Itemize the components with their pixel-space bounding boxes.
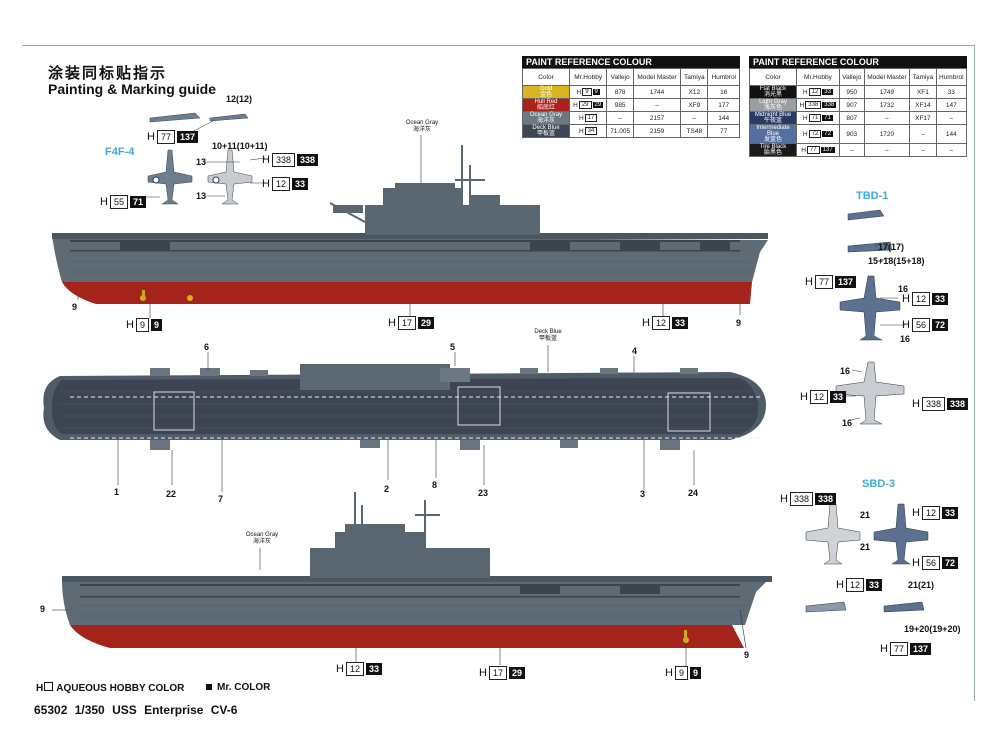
table-caption: PAINT REFERENCE COLOUR [749, 56, 967, 68]
part-number: 21 [860, 542, 871, 552]
part-number: 10+11(10+11) [212, 141, 268, 151]
legend-h-prefix: H [36, 683, 44, 694]
part-number: 21(21) [908, 580, 935, 590]
part-number: 19+20(19+20) [904, 624, 961, 634]
part-number: 3 [640, 489, 646, 499]
legend-h-box [44, 682, 54, 691]
plane-label-sbd: SBD-3 [862, 478, 896, 490]
table-cell: – [863, 143, 911, 157]
table-header: Color [749, 68, 797, 86]
plane-label-tbd: TBD-1 [856, 190, 889, 202]
sheet-border [22, 45, 975, 701]
part-number: 5 [450, 342, 456, 352]
part-number: 23 [478, 488, 489, 498]
part-number: 1 [114, 487, 120, 497]
part-number: 16 [898, 284, 909, 294]
legend-mr-square [206, 684, 212, 690]
legend-aqueous: H AQUEOUS HOBBY COLOR [36, 682, 184, 694]
part-number: 16 [900, 334, 911, 344]
part-number: 12(12) [226, 94, 253, 104]
plane-label-f4f: F4F-4 [105, 146, 135, 158]
part-number: 17(17) [878, 242, 905, 252]
part-number: 9 [744, 650, 750, 660]
part-number: 13 [196, 157, 207, 167]
table-cell: 77 [707, 124, 740, 138]
part-number: 13 [196, 191, 207, 201]
title-chinese: 涂装同标贴指示 [48, 65, 168, 82]
table-caption: PAINT REFERENCE COLOUR [522, 56, 740, 68]
table-header: Tamiya [680, 68, 709, 86]
table-cell: TS48 [680, 124, 709, 138]
part-number: 16 [840, 366, 851, 376]
table-cell: 16 [707, 85, 740, 99]
part-number: 24 [688, 488, 699, 498]
table-header: Mr.Hobby [796, 68, 840, 86]
legend-mr-label: Mr. COLOR [217, 682, 271, 693]
part-number: 15+18(15+18) [868, 256, 925, 266]
part-number: 22 [166, 489, 177, 499]
part-number: 16 [842, 418, 853, 428]
table-cell: – [935, 143, 968, 157]
legend-mr-color: Mr. COLOR [206, 682, 270, 693]
part-number: 21 [860, 510, 871, 520]
legend-aqueous-label: AQUEOUS HOBBY COLOR [56, 683, 185, 694]
part-number: 7 [218, 494, 224, 504]
part-number: 4 [632, 346, 638, 356]
table-header: Model Master [632, 68, 682, 86]
part-number: 9 [72, 302, 78, 312]
part-number: 9 [40, 604, 46, 614]
title-english: Painting & Marking guide [48, 81, 217, 97]
footer-kit-code: 65302 1/350 USS Enterprise CV-6 [34, 703, 238, 717]
part-number: 8 [432, 480, 438, 490]
part-number: 6 [204, 342, 210, 352]
part-number: 9 [736, 318, 742, 328]
part-number: 2 [384, 484, 390, 494]
